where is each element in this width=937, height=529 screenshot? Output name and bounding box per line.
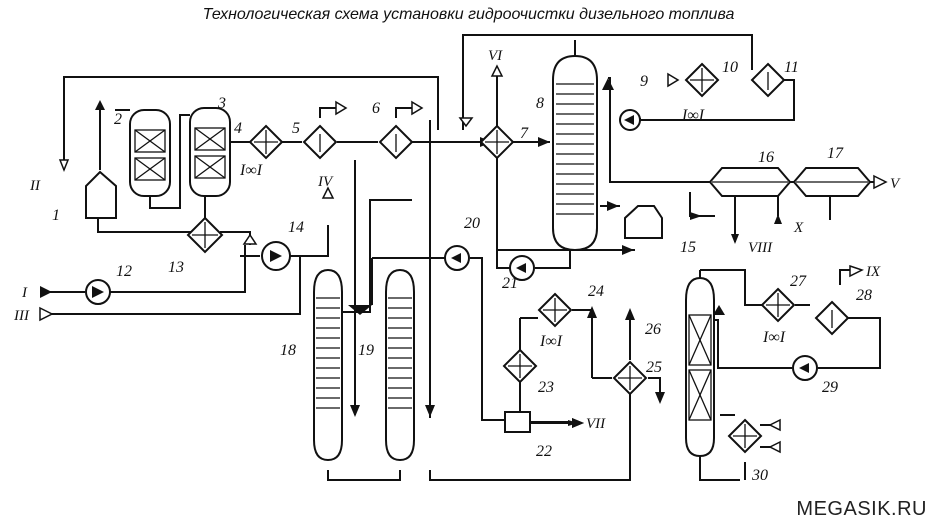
heat-exchanger-23[interactable] (502, 348, 538, 384)
label-18: 18 (280, 342, 296, 359)
heat-exchanger-30[interactable] (727, 418, 763, 454)
svg-text:I∞I: I∞I (539, 333, 563, 350)
reactor-2[interactable] (129, 109, 171, 197)
heat-exchanger-10[interactable]: I∞I (681, 62, 720, 124)
separator-17[interactable] (792, 167, 872, 197)
label-1: 1 (52, 207, 60, 224)
label-24: 24 (588, 283, 604, 300)
label-28: 28 (856, 287, 872, 304)
label-9: 9 (640, 73, 648, 90)
label-25: 25 (646, 359, 662, 376)
pump-21[interactable] (509, 255, 535, 281)
label-11: 11 (784, 59, 799, 76)
stream-VIII: VIII (748, 240, 773, 256)
label-7: 7 (520, 125, 529, 142)
label-17: 17 (827, 145, 844, 162)
separator-6[interactable] (378, 124, 414, 160)
stream-II: II (29, 178, 41, 194)
stream-III: III (13, 308, 30, 324)
label-4: 4 (234, 120, 242, 137)
column-8[interactable] (552, 54, 598, 252)
heat-exchanger-27[interactable]: I∞I (760, 287, 796, 346)
watermark: MEGASIK.RU (796, 498, 927, 520)
label-27: 27 (790, 273, 807, 290)
label-5: 5 (292, 120, 300, 137)
separator-15[interactable] (624, 205, 663, 239)
label-3: 3 (217, 95, 226, 112)
label-21: 21 (502, 275, 518, 292)
stream-I: I (21, 285, 28, 301)
separator-5[interactable] (302, 124, 338, 160)
separator-16[interactable] (708, 167, 792, 197)
label-2: 2 (114, 111, 122, 128)
label-12: 12 (116, 263, 132, 280)
stream-VII: VII (586, 416, 606, 432)
stream-V: V (890, 176, 901, 192)
label-13: 13 (168, 259, 184, 276)
separator-28[interactable] (814, 300, 850, 336)
pump-20[interactable] (444, 245, 470, 271)
column-26[interactable] (685, 276, 715, 458)
flow-arrows (39, 64, 888, 454)
pump-14[interactable] (261, 241, 291, 271)
svg-text:I∞I: I∞I (681, 107, 705, 124)
stream-IV: IV (317, 174, 334, 190)
heat-exchanger-4[interactable]: I∞I (239, 124, 284, 179)
label-10: 10 (722, 59, 738, 76)
heat-exchanger-7[interactable] (479, 124, 515, 160)
svg-text:I∞I: I∞I (239, 162, 263, 179)
svg-text:I∞I: I∞I (762, 329, 786, 346)
stream-VI: VI (488, 48, 503, 64)
pump-9[interactable] (619, 109, 641, 131)
column-18[interactable] (313, 268, 343, 462)
label-26: 26 (645, 321, 661, 338)
label-23: 23 (538, 379, 554, 396)
diagram-title: Технологическая схема установки гидроочи… (202, 6, 735, 23)
label-16: 16 (758, 149, 774, 166)
label-29: 29 (822, 379, 838, 396)
column-19[interactable] (385, 268, 415, 462)
heat-exchanger-24[interactable]: I∞I (537, 292, 573, 350)
label-22: 22 (536, 443, 552, 460)
stream-X: X (793, 220, 804, 236)
pump-29[interactable] (792, 355, 818, 381)
label-15: 15 (680, 239, 696, 256)
label-14: 14 (288, 219, 304, 236)
label-19: 19 (358, 342, 374, 359)
separator-11[interactable] (750, 62, 786, 98)
heat-exchanger-25[interactable] (612, 360, 648, 396)
pump-12[interactable] (85, 279, 111, 305)
heat-exchanger-13[interactable] (186, 216, 224, 254)
label-8: 8 (536, 95, 544, 112)
label-6: 6 (372, 100, 380, 117)
equipment-labels: 1 2 3 4 5 6 7 8 9 10 11 12 13 14 15 16 1… (52, 59, 872, 484)
label-30: 30 (751, 467, 768, 484)
furnace-1[interactable] (85, 170, 117, 219)
stream-labels: I II III IV V VI VII VIII IX X (13, 48, 901, 432)
reactor-3[interactable] (189, 107, 231, 197)
vessel-22[interactable] (504, 411, 570, 433)
stream-IX: IX (865, 264, 881, 280)
label-20: 20 (464, 215, 480, 232)
